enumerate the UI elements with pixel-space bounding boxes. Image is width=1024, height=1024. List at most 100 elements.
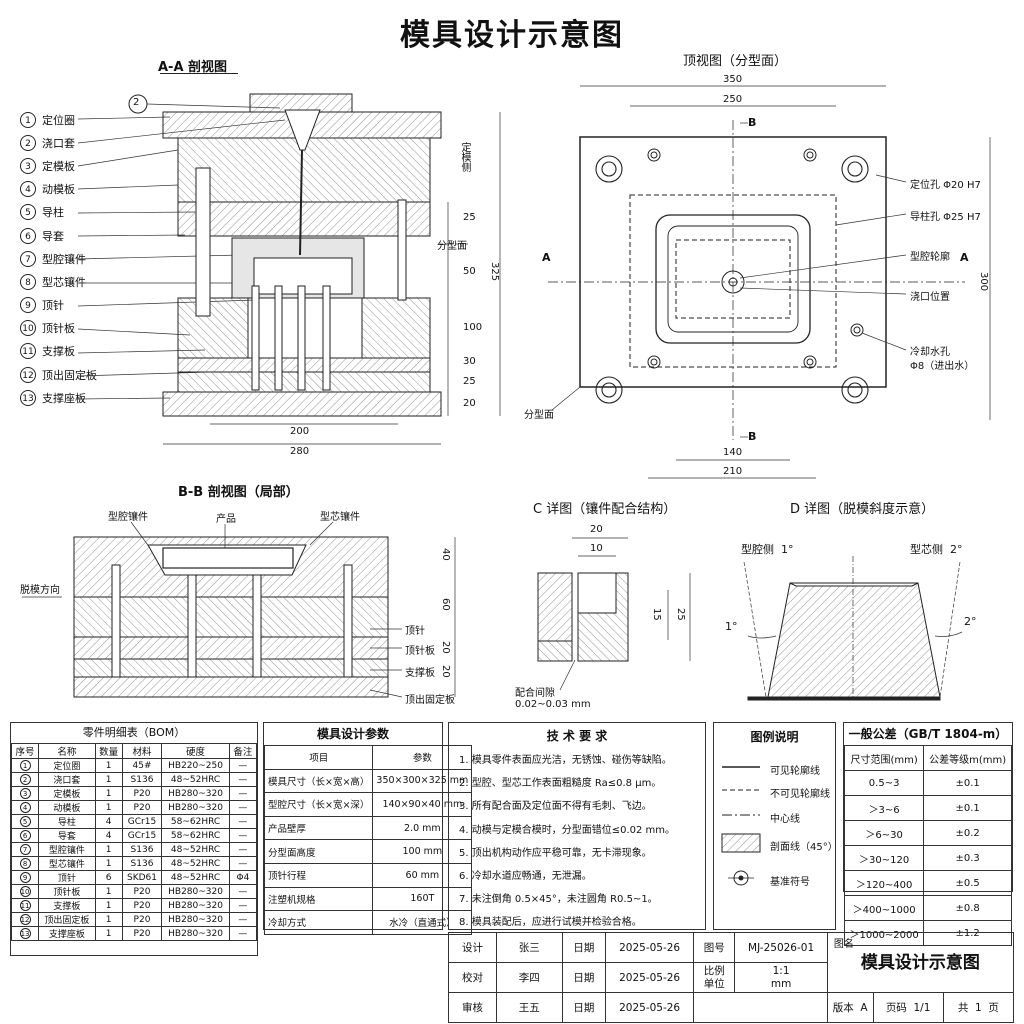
bb-dim-20b: 20 (440, 665, 451, 678)
top-view-dims (551, 85, 991, 479)
bom-row-cell: 13 (10, 926, 40, 941)
detail-c-dims (559, 537, 691, 691)
bom-row-cell: P20 (121, 786, 163, 801)
bom-row-cell: P20 (121, 884, 163, 899)
bom-row-cell: 1 (94, 842, 123, 857)
dim-250: 250 (723, 94, 743, 105)
bom-row-cell: P20 (121, 912, 163, 927)
tolerance-row-cell: ＞400~1000 (843, 895, 925, 921)
bb-cavity-label: 型腔镶件 (108, 512, 148, 523)
params-row-cell: 型腔尺寸（长×宽×深） (263, 792, 374, 817)
detail-c-left-block (537, 572, 573, 642)
bom-row-cell: Φ4 (228, 870, 258, 885)
requirements-panel: 技 术 要 求 1. 模具零件表面应光洁，无锈蚀、碰伤等缺陷。2. 型腔、型芯工… (448, 722, 706, 930)
bom-row-cell: 支撑板 (38, 898, 96, 913)
tolerance-row-cell: ＞120~400 (843, 870, 925, 896)
bom-row-cell: 1 (10, 758, 40, 773)
bb-support-label: 支撑板 (405, 668, 435, 679)
bom-row-cell: 1 (94, 758, 123, 773)
section-b-mark-top: B (748, 116, 757, 129)
params-row-cell: 60 mm (372, 862, 473, 888)
cooling-size-label: Φ8（进出水） (910, 361, 975, 372)
tolerance-row: ＞30~120±0.3 (843, 845, 1012, 871)
draft-body (767, 582, 941, 698)
bb-ejector-pin (252, 574, 262, 678)
bb-ejector-pin (343, 564, 353, 678)
guide-pillar (195, 167, 211, 317)
bb-plate-label: 顶针板 (405, 646, 435, 657)
dim-350: 350 (723, 74, 743, 85)
section-bb-dims (22, 521, 456, 698)
tolerance-row-cell: ±0.5 (923, 870, 1012, 896)
locating-ring (249, 93, 353, 113)
detail-d-title: D 详图（脱模斜度示意） (790, 502, 935, 517)
support-plate-right (361, 297, 431, 359)
bom-row-cell: 48~52HRC (161, 870, 230, 885)
params-row-cell: 2.0 mm (372, 815, 473, 841)
bom-row-cell: 型腔镶件 (38, 842, 96, 857)
bb-product-label: 产品 (216, 514, 236, 525)
bom-row-cell: HB280~320 (161, 926, 230, 941)
detail-c-dim-15: 15 (651, 608, 662, 621)
params-row-cell: 模具尺寸（长×宽×高） (263, 768, 374, 794)
bom-row-cell: — (228, 800, 258, 815)
legend-title: 图例说明 (750, 730, 799, 744)
dim-50: 50 (463, 266, 476, 277)
ejector-pin (322, 285, 331, 391)
bom-row-cell: 1 (94, 898, 123, 913)
detail-d-right-angle: 2° (964, 615, 977, 628)
detail-d-core-side: 型芯侧 2° (910, 543, 963, 556)
bom-row-cell: S136 (121, 856, 163, 871)
dim-140: 140 (723, 447, 743, 458)
bom-row-cell: 动模板 (38, 800, 96, 815)
requirement-item: 8. 模具装配后，应进行试模并检验合格。 (459, 917, 642, 929)
tolerance-row-cell: 0.5~3 (843, 770, 925, 796)
bom-row-cell: 1 (94, 786, 123, 801)
bom-row-cell: 11 (10, 898, 40, 913)
params-row-cell: 冷却方式 (263, 910, 374, 935)
bom-row-cell: 9 (10, 870, 40, 885)
requirement-item: 4. 动模与定模合模时，分型面错位≤0.02 mm。 (459, 824, 676, 836)
drawing-number: MJ-25026-01 (734, 932, 828, 963)
bom-row-cell: — (228, 898, 258, 913)
gate-label: 浇口位置 (910, 292, 950, 303)
title-block: 设计 张三 日期 2025-05-26 图号 MJ-25026-01 图名 模具… (448, 932, 1015, 1023)
bom-row-cell: GCr15 (121, 814, 163, 829)
dim-325: 325 (489, 262, 500, 282)
bom-row-cell: 1 (94, 856, 123, 871)
bom-row-cell: 12 (10, 912, 40, 927)
dim-300: 300 (978, 272, 989, 292)
page-title: 模具设计示意图 (400, 18, 624, 53)
bom-row-cell: P20 (121, 926, 163, 941)
bb-dim-60: 60 (440, 598, 451, 611)
bb-support-plate (73, 658, 389, 678)
dim-200: 200 (290, 426, 310, 437)
bom-row-cell: — (228, 926, 258, 941)
detail-c-gap-label: 配合间隙 (515, 688, 555, 699)
section-a-mark-right: A (960, 251, 969, 264)
bom-row-cell: — (228, 912, 258, 927)
bom-row-cell: 45# (121, 758, 163, 773)
detail-d-cavity-side: 型腔侧 1° (741, 543, 794, 556)
dim-20: 20 (463, 398, 476, 409)
cavity-outline-label: 型腔轮廓 (910, 252, 950, 263)
bom-row-cell: 支撑座板 (38, 926, 96, 941)
bom-title: 零件明细表（BOM） (82, 726, 186, 739)
params-row-cell: 注塑机规格 (263, 886, 374, 912)
bom-row-cell: P20 (121, 898, 163, 913)
bom-row-cell: HB280~320 (161, 800, 230, 815)
bom-row-cell: — (228, 758, 258, 773)
detail-c-dim-20: 20 (590, 524, 603, 535)
tolerance-row: ＞3~6±0.1 (843, 795, 1012, 821)
